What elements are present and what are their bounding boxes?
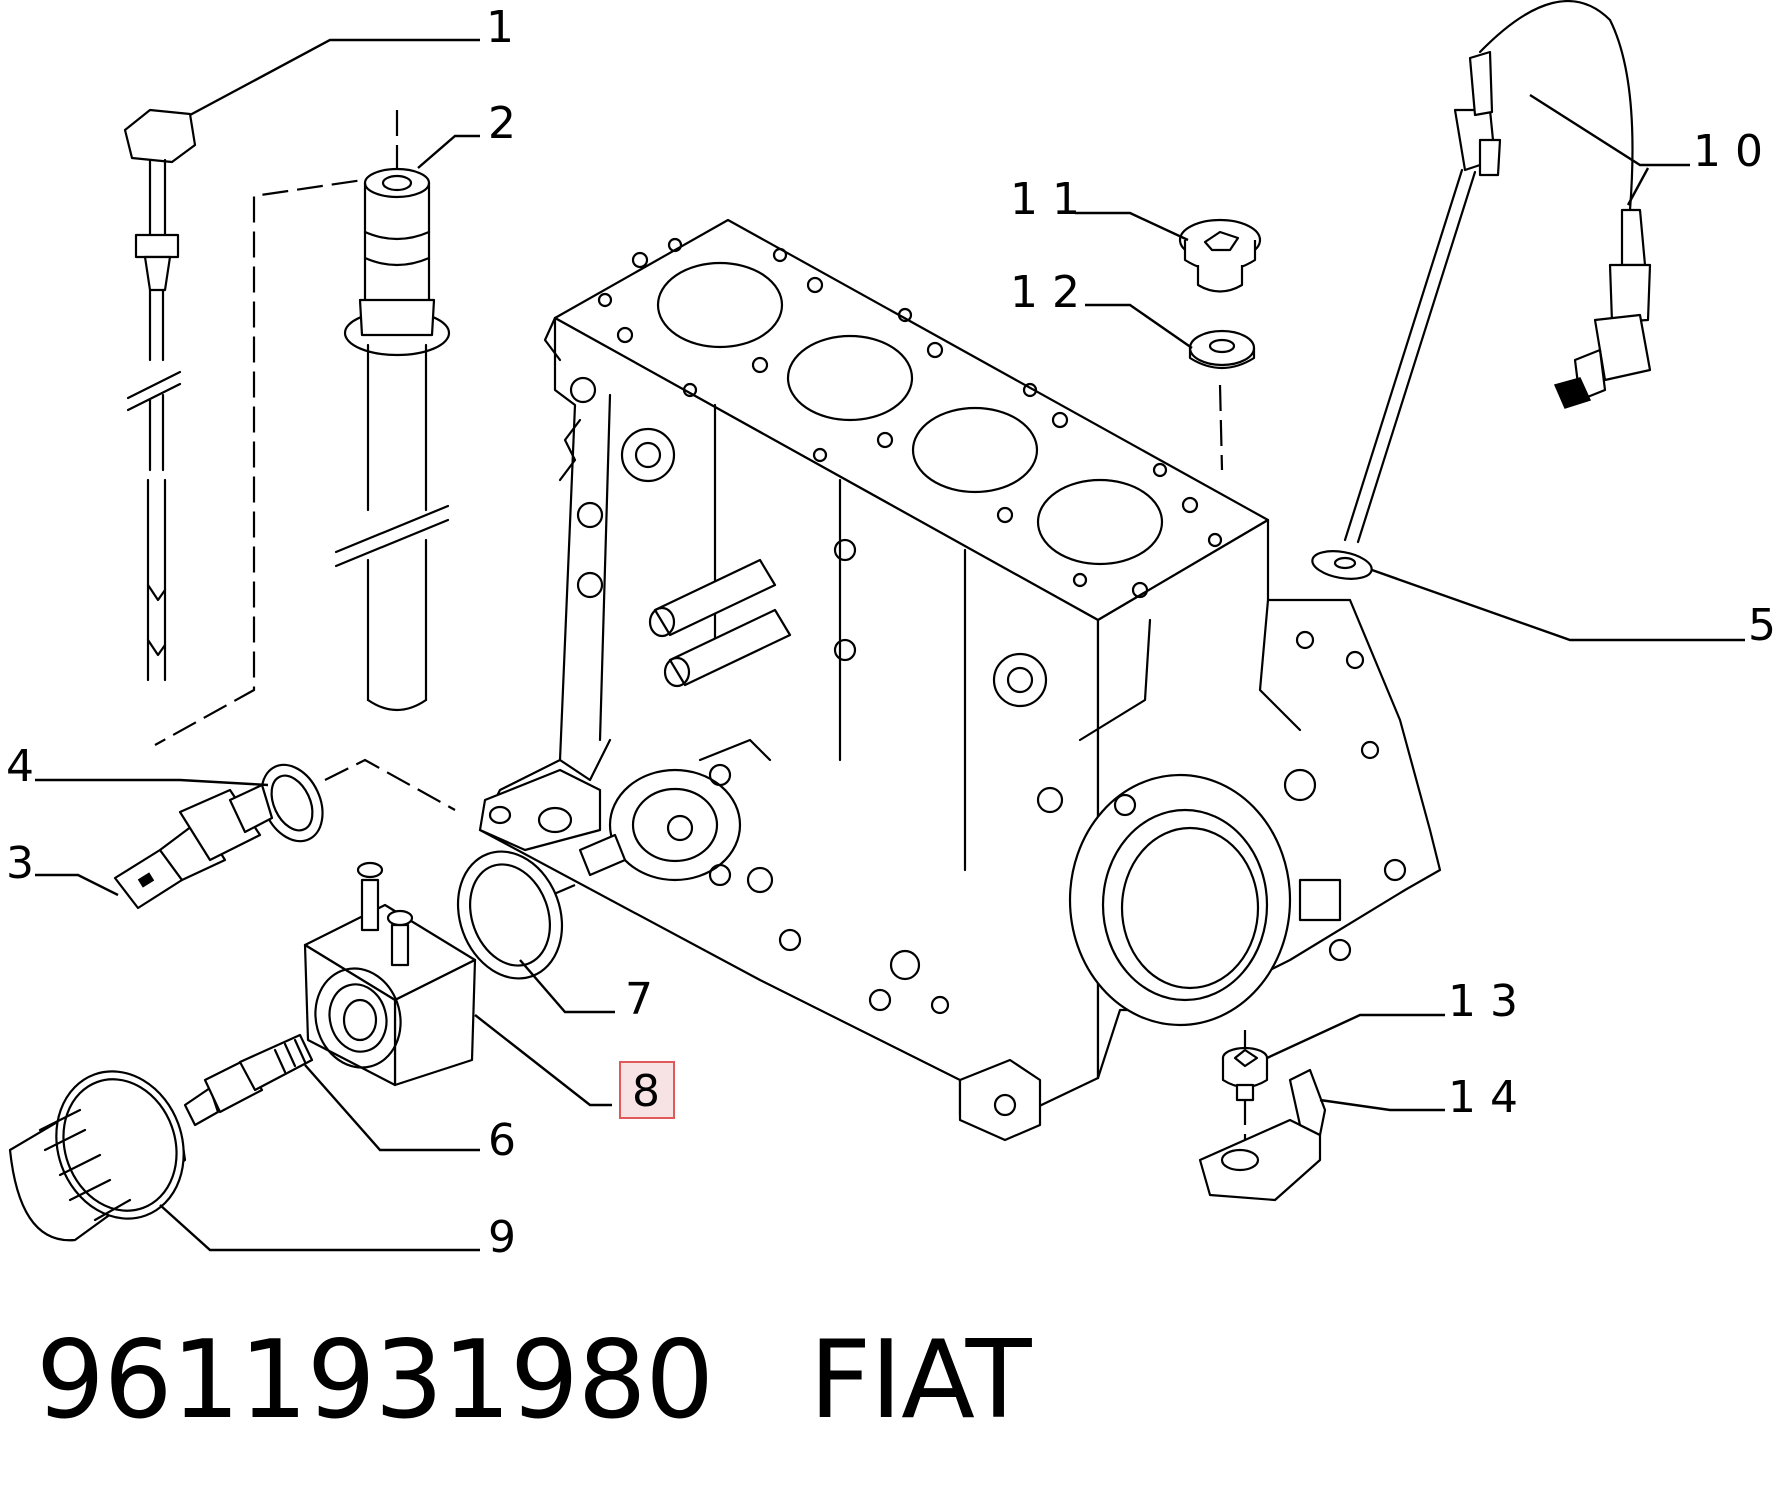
- callout-8: 8: [632, 1066, 660, 1117]
- callout-9: 9: [488, 1212, 516, 1263]
- leader-lines: [35, 38, 1745, 1252]
- plug-washer: [1188, 329, 1256, 369]
- callout-6: 6: [488, 1115, 516, 1166]
- brand-name: FIAT: [809, 1318, 1031, 1443]
- callout-14: 1 4: [1448, 1072, 1518, 1123]
- screw: [1221, 1046, 1269, 1102]
- callout-12: 1 2: [1010, 267, 1080, 318]
- callout-10: 1 0: [1693, 126, 1763, 177]
- core-plug: [1178, 218, 1262, 293]
- oil-filter-cartridge: [8, 1070, 187, 1242]
- callout-3: 3: [6, 838, 34, 889]
- dipstick: [123, 108, 197, 682]
- oil-cooler: [303, 861, 477, 1087]
- callout-2: 2: [488, 98, 516, 149]
- callout-8-highlight: [619, 1061, 675, 1119]
- part-caption: 9611931980 FIAT: [36, 1318, 1127, 1443]
- callout-5: 5: [1748, 600, 1776, 651]
- sensor-gasket: [1311, 550, 1373, 580]
- dipstick-tube: [334, 167, 451, 711]
- part-number: 9611931980: [36, 1318, 714, 1443]
- callout-numbers: 1 2 3 4 5 6 7 8 9 1 0 1 1 1 2 1 3 1 4: [6, 2, 1776, 1263]
- callout-7: 7: [625, 974, 653, 1025]
- oil-pressure-sensor: [113, 783, 274, 910]
- callout-4: 4: [6, 741, 34, 792]
- callout-1: 1: [486, 2, 514, 53]
- bracket: [1198, 1068, 1327, 1202]
- callout-11: 1 1: [1010, 174, 1080, 225]
- cooler-fixing-stud: [183, 1033, 314, 1127]
- oil-level-sensor: [1343, 0, 1652, 544]
- engine-block: [478, 218, 1442, 1142]
- callout-13: 1 3: [1448, 976, 1518, 1027]
- cooler-seal-ring: [456, 850, 564, 980]
